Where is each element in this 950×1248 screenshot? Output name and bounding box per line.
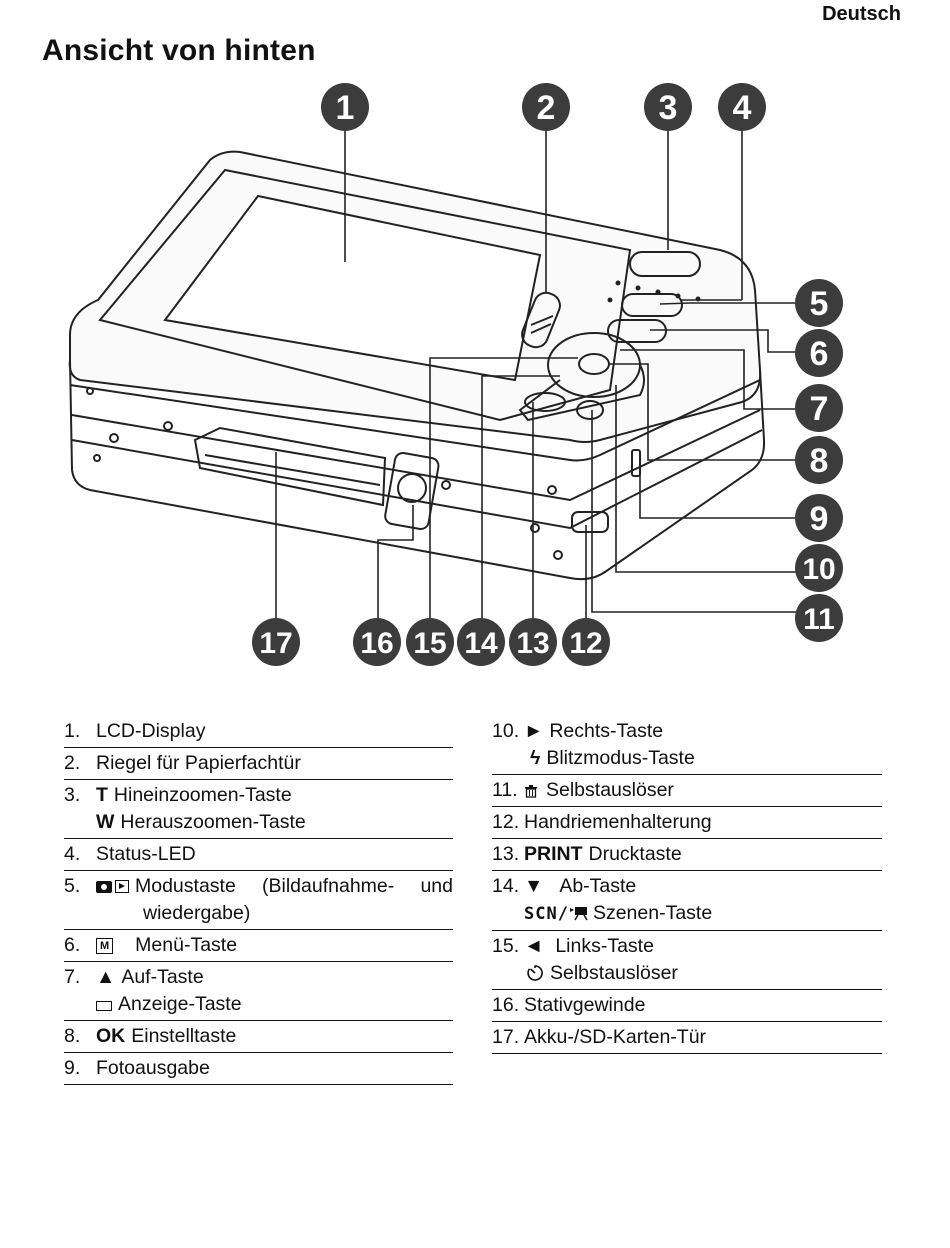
callout-8: 8	[795, 436, 843, 484]
callout-16: 16	[353, 618, 401, 666]
display-icon	[96, 1001, 112, 1011]
svg-text:16: 16	[360, 627, 393, 660]
svg-text:9: 9	[810, 500, 829, 538]
svg-text:13: 13	[516, 627, 549, 660]
legend-text: Riegel für Papierfachtür	[96, 752, 301, 774]
callout-11: 11	[795, 594, 843, 642]
right-arrow-icon: ►	[524, 720, 544, 742]
tripod-plate	[384, 451, 440, 530]
callout-7: 7	[795, 384, 843, 432]
legend-left: 1.LCD-Display 2.Riegel für Papierfachtür…	[64, 716, 453, 1085]
up-arrow-icon: ▲	[96, 966, 116, 988]
legend-item-2: 2.Riegel für Papierfachtür	[64, 748, 453, 780]
battery-door	[193, 426, 387, 507]
scene-icon: SCN/	[524, 904, 569, 924]
legend-item-17: 17.Akku-/SD-Karten-Tür	[492, 1022, 882, 1054]
print-key: PRINT	[524, 843, 583, 865]
legend-item-12: 12.Handriemenhalterung	[492, 807, 882, 839]
legend-item-7: 7.▲Auf-Taste Anzeige-Taste	[64, 962, 453, 1021]
ok-key: OK	[96, 1025, 126, 1047]
svg-text:8: 8	[810, 442, 829, 480]
self-timer-icon	[527, 965, 543, 981]
svg-text:14: 14	[464, 627, 498, 660]
lcd-screen	[163, 194, 542, 382]
callout-15: 15	[406, 618, 454, 666]
movie-icon	[569, 907, 588, 921]
legend-item-11: 11. Selbstauslöser	[492, 775, 882, 807]
callout-14: 14	[457, 618, 505, 666]
callout-13: 13	[509, 618, 557, 666]
camera-rear-diagram: 1 2 3 4 5 6 7 8 9 10 11 12 13 14 15 16 1…	[68, 83, 843, 666]
svg-text:11: 11	[803, 603, 835, 636]
tripod-socket	[397, 473, 427, 503]
menu-m-icon: M	[96, 938, 114, 954]
mode-button	[621, 293, 683, 317]
page-title: Ansicht von hinten	[42, 34, 316, 67]
left-arrow-icon: ◄	[524, 935, 544, 957]
svg-text:6: 6	[810, 335, 829, 373]
callout-markers: 1 2 3 4 5 6 7 8 9 10 11 12 13 14 15 16 1…	[252, 83, 843, 666]
legend-item-15: 15.◄Links-Taste Selbstauslöser	[492, 931, 882, 990]
svg-text:15: 15	[413, 627, 446, 660]
callout-10: 10	[795, 544, 843, 592]
callout-1: 1	[321, 83, 369, 131]
legend-text: LCD-Display	[96, 720, 206, 742]
legend-item-1: 1.LCD-Display	[64, 716, 453, 748]
down-arrow-icon: ▼	[524, 875, 544, 897]
legend-item-14: 14.▼Ab-Taste SCN/ Szenen-Taste	[492, 871, 882, 931]
svg-text:5: 5	[810, 285, 829, 323]
svg-text:1: 1	[336, 89, 355, 127]
callout-9: 9	[795, 494, 843, 542]
callout-2: 2	[522, 83, 570, 131]
trash-icon	[525, 785, 537, 798]
camera-icon	[96, 881, 112, 893]
latch	[521, 291, 561, 349]
svg-text:10: 10	[802, 553, 835, 586]
svg-text:17: 17	[259, 627, 292, 660]
print-button	[524, 392, 566, 412]
legend-item-5: 5.Modustaste(Bildaufnahme-und wiedergabe…	[64, 871, 453, 930]
zoom-t-key: T	[96, 784, 108, 806]
zoom-button	[629, 251, 701, 277]
strap-holder	[571, 511, 609, 533]
camera-illustration	[68, 150, 766, 581]
camera-body-side	[69, 359, 766, 581]
zoom-w-key: W	[96, 811, 115, 833]
language-label: Deutsch	[822, 3, 901, 25]
callout-3: 3	[644, 83, 692, 131]
svg-text:12: 12	[569, 627, 602, 660]
svg-text:3: 3	[659, 89, 678, 127]
playback-icon	[115, 880, 129, 893]
callout-6: 6	[795, 329, 843, 377]
menu-button	[607, 319, 667, 343]
svg-text:7: 7	[810, 390, 829, 428]
svg-text:2: 2	[537, 89, 556, 127]
callout-17: 17	[252, 618, 300, 666]
timer-button	[576, 400, 604, 420]
callout-5: 5	[795, 279, 843, 327]
legend-item-9: 9.Fotoausgabe	[64, 1053, 453, 1085]
svg-text:4: 4	[733, 89, 752, 127]
legend-item-16: 16.Stativgewinde	[492, 990, 882, 1022]
callout-4: 4	[718, 83, 766, 131]
photo-output	[631, 449, 641, 477]
callout-12: 12	[562, 618, 610, 666]
leader-lines	[275, 130, 796, 620]
flash-icon: ϟ	[530, 747, 541, 769]
legend-item-4: 4.Status-LED	[64, 839, 453, 871]
